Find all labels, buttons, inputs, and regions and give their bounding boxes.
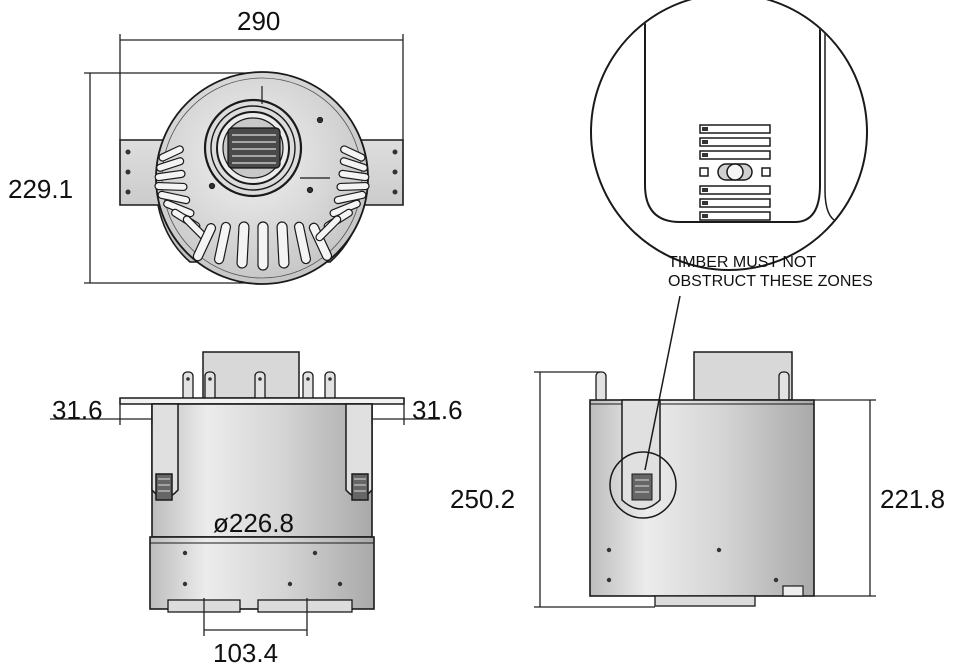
- dim-bottom-width: 103.4: [213, 638, 279, 668]
- dimension-line-top-width: [119, 34, 404, 140]
- dim-body-height: 221.8: [880, 484, 946, 514]
- callout-line-1: TIMBER MUST NOT: [668, 254, 817, 271]
- front-flange: [119, 397, 405, 405]
- side-view: [534, 0, 876, 608]
- dimension-lines-side: [534, 371, 876, 608]
- dimension-line-top-height: [84, 72, 262, 284]
- callout-line-2: OBSTRUCT THESE ZONES: [668, 273, 873, 291]
- dim-left-flange: 31.6: [52, 395, 103, 425]
- dim-right-flange: 31.6: [412, 395, 463, 425]
- front-body: [151, 403, 373, 538]
- dim-body-diameter: ø226.8: [213, 508, 294, 538]
- detail-magnifier: [590, 0, 868, 271]
- radial-vents: [154, 145, 370, 271]
- flange-holes: [125, 149, 398, 195]
- front-brackets: [151, 403, 373, 501]
- dim-overall-height: 250.2: [450, 484, 516, 514]
- dimension-line-bottom: [203, 598, 308, 636]
- dim-top-width: 290: [237, 6, 281, 36]
- front-tabs: [182, 371, 336, 403]
- detail-slots: [699, 124, 771, 221]
- front-view: [50, 351, 440, 636]
- dimension-line-flanges: [50, 398, 440, 425]
- front-top-box: [202, 351, 300, 399]
- front-lower-housing: [149, 536, 375, 610]
- callout-text: TIMBER MUST NOT OBSTRUCT THESE ZONES: [668, 253, 873, 291]
- dim-top-height: 229.1: [8, 174, 74, 204]
- top-details: [208, 86, 330, 194]
- callout-zone-circle: [609, 451, 677, 519]
- lamp-holder: [227, 127, 281, 169]
- top-view: [84, 34, 404, 285]
